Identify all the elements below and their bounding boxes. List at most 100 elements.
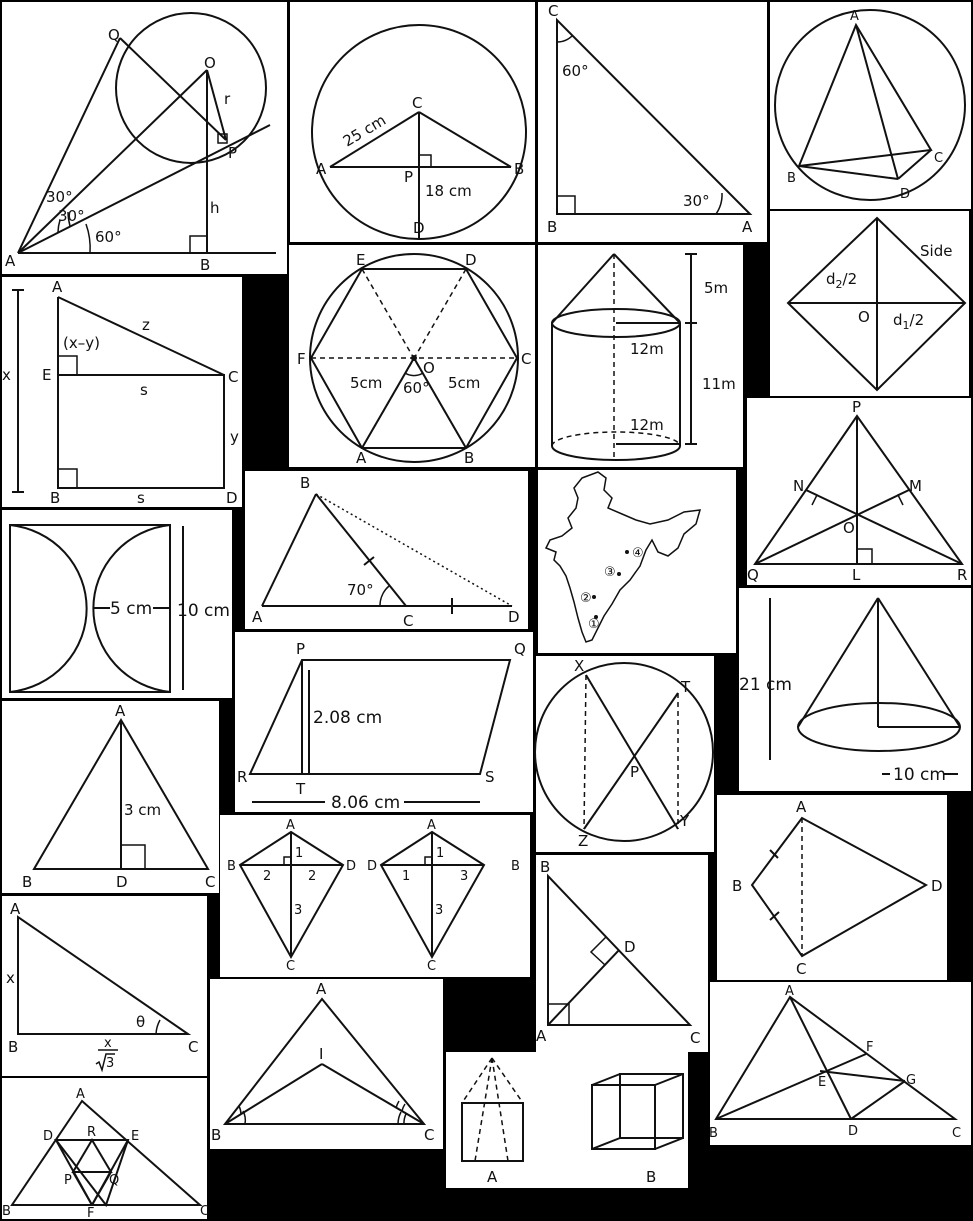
p16-label-c: C — [205, 873, 215, 891]
p6-label-5cm-left: 5cm — [350, 374, 382, 392]
p5-label-z: z — [142, 316, 150, 334]
p14-label-2-08cm: 2.08 cm — [313, 708, 382, 728]
panel-parallelogram: P Q 2.08 cm R T S 8.06 cm — [235, 632, 533, 813]
p1-label-o: O — [204, 54, 216, 72]
p17-k1-angle-1: 1 — [295, 846, 303, 861]
panel-triangle-median: A F E G B D C — [709, 982, 971, 1145]
p15-label-x: X — [574, 657, 584, 675]
p4-label-b: B — [787, 171, 796, 186]
p10-label-5cm: 5 cm — [110, 599, 152, 619]
p5-label-x: x — [2, 366, 11, 384]
p19-label-b: B — [540, 858, 550, 876]
p17-k1-label-b: B — [227, 859, 236, 874]
p20-label-a: A — [10, 900, 21, 918]
p11-label-b: B — [300, 474, 310, 492]
p14-label-s: S — [485, 768, 495, 786]
p19-label-a: A — [536, 1027, 547, 1045]
p18-label-a: A — [796, 798, 807, 816]
p1-label-q: Q — [108, 26, 120, 44]
p6-angle-60: 60° — [403, 379, 430, 397]
p17-k2-angle-1a: 1 — [436, 846, 444, 861]
p17-k2-label-c: C — [427, 959, 436, 974]
p19-label-c: C — [690, 1029, 700, 1047]
p1-label-b: B — [200, 256, 210, 274]
panel-triangle-incentre: A I B C — [210, 979, 443, 1149]
p14-label-r: R — [237, 768, 247, 786]
p3-label-a: A — [742, 218, 753, 236]
p3-angle-60: 60° — [562, 62, 589, 80]
p3-label-c: C — [548, 2, 558, 20]
p1-angle-30-a: 30° — [46, 188, 73, 206]
panel-square-semicircles: 5 cm 10 cm — [2, 510, 232, 698]
p22-label-f: F — [866, 1040, 873, 1055]
p2-label-18cm: 18 cm — [425, 182, 472, 200]
p15-label-t: T — [680, 678, 691, 696]
p11-angle-70: 70° — [347, 581, 374, 599]
panel-triangle-extended-side: B 70° A C D — [245, 471, 528, 630]
p5-label-e: E — [42, 366, 51, 384]
p23-label-c: C — [200, 1204, 209, 1219]
p17-k1-angle-2a: 2 — [263, 869, 271, 884]
p5-label-a: A — [52, 278, 63, 296]
p18-label-d: D — [931, 877, 943, 895]
p21-label-c: C — [424, 1126, 434, 1144]
map-marker-2: ② — [580, 591, 592, 606]
panel-circle-chord: C 25 cm A P B 18 cm D — [290, 2, 535, 242]
panel-solids-a-b: A B — [446, 1052, 688, 1188]
p2-label-d: D — [413, 219, 425, 237]
p16-label-3cm: 3 cm — [124, 801, 161, 819]
p16-label-d: D — [116, 873, 128, 891]
panel-triangle-altitudes: P N M O Q L R — [747, 398, 971, 585]
p5-label-d: D — [226, 489, 238, 507]
panel-rhombus-diagonals: Side O d2/2 d1/2 — [770, 211, 969, 396]
p14-label-q: Q — [514, 640, 526, 658]
p1-angle-60: 60° — [95, 228, 122, 246]
p6-label-b: B — [464, 449, 474, 467]
p2-label-c: C — [412, 94, 422, 112]
p2-label-a: A — [316, 160, 327, 178]
panel-hexagon-in-circle: E D F C O 5cm 5cm 60° A B — [289, 245, 535, 467]
p9-label-o: O — [843, 519, 855, 537]
p13-label-21cm: 21 cm — [739, 675, 792, 695]
p22-label-a: A — [785, 984, 794, 999]
p8-label-o: O — [858, 308, 870, 326]
p21-label-a: A — [316, 980, 327, 998]
p23-label-d: D — [43, 1129, 53, 1144]
p6-label-f: F — [297, 350, 306, 368]
p1-angle-30-b: 30° — [58, 207, 85, 225]
p6-label-5cm-right: 5cm — [448, 374, 480, 392]
p9-label-p: P — [852, 398, 861, 416]
p20-label-x: x — [6, 969, 15, 987]
p8-label-side: Side — [920, 242, 952, 260]
p18-label-b: B — [732, 877, 742, 895]
p15-label-p: P — [630, 763, 639, 781]
p23-label-b: B — [2, 1204, 11, 1219]
map-marker-1: ① — [588, 617, 600, 632]
p11-label-d: D — [508, 608, 520, 626]
p17-k2-label-b: B — [511, 859, 520, 874]
p14-label-p: P — [296, 640, 305, 658]
panel-intersecting-chords: X T P Z Y — [534, 656, 714, 852]
p5-label-s-bottom: s — [137, 489, 145, 507]
solid-b-label: B — [646, 1168, 656, 1186]
p7-label-11m: 11m — [702, 375, 736, 393]
p1-label-p: P — [228, 144, 237, 162]
p13-label-10cm: 10 cm — [893, 765, 946, 785]
p22-label-c: C — [952, 1126, 961, 1141]
p2-label-p: P — [404, 168, 413, 186]
p17-k1-angle-3: 3 — [294, 903, 302, 918]
p7-label-5m: 5m — [704, 279, 728, 297]
p5-label-y: y — [230, 428, 239, 446]
p19-label-d: D — [624, 938, 636, 956]
p22-label-b: B — [709, 1126, 718, 1141]
p6-label-c: C — [521, 350, 531, 368]
p8-label-d1-half: d1/2 — [893, 311, 924, 332]
p6-label-a: A — [356, 449, 367, 467]
p17-k2-angle-3b: 3 — [435, 903, 443, 918]
p20-label-sqrt3: 3 — [106, 1056, 114, 1071]
p6-label-e: E — [356, 251, 365, 269]
p11-label-a: A — [252, 608, 263, 626]
p20-label-c: C — [188, 1038, 198, 1056]
p17-k1-angle-2b: 2 — [308, 869, 316, 884]
p16-label-a: A — [115, 702, 126, 720]
